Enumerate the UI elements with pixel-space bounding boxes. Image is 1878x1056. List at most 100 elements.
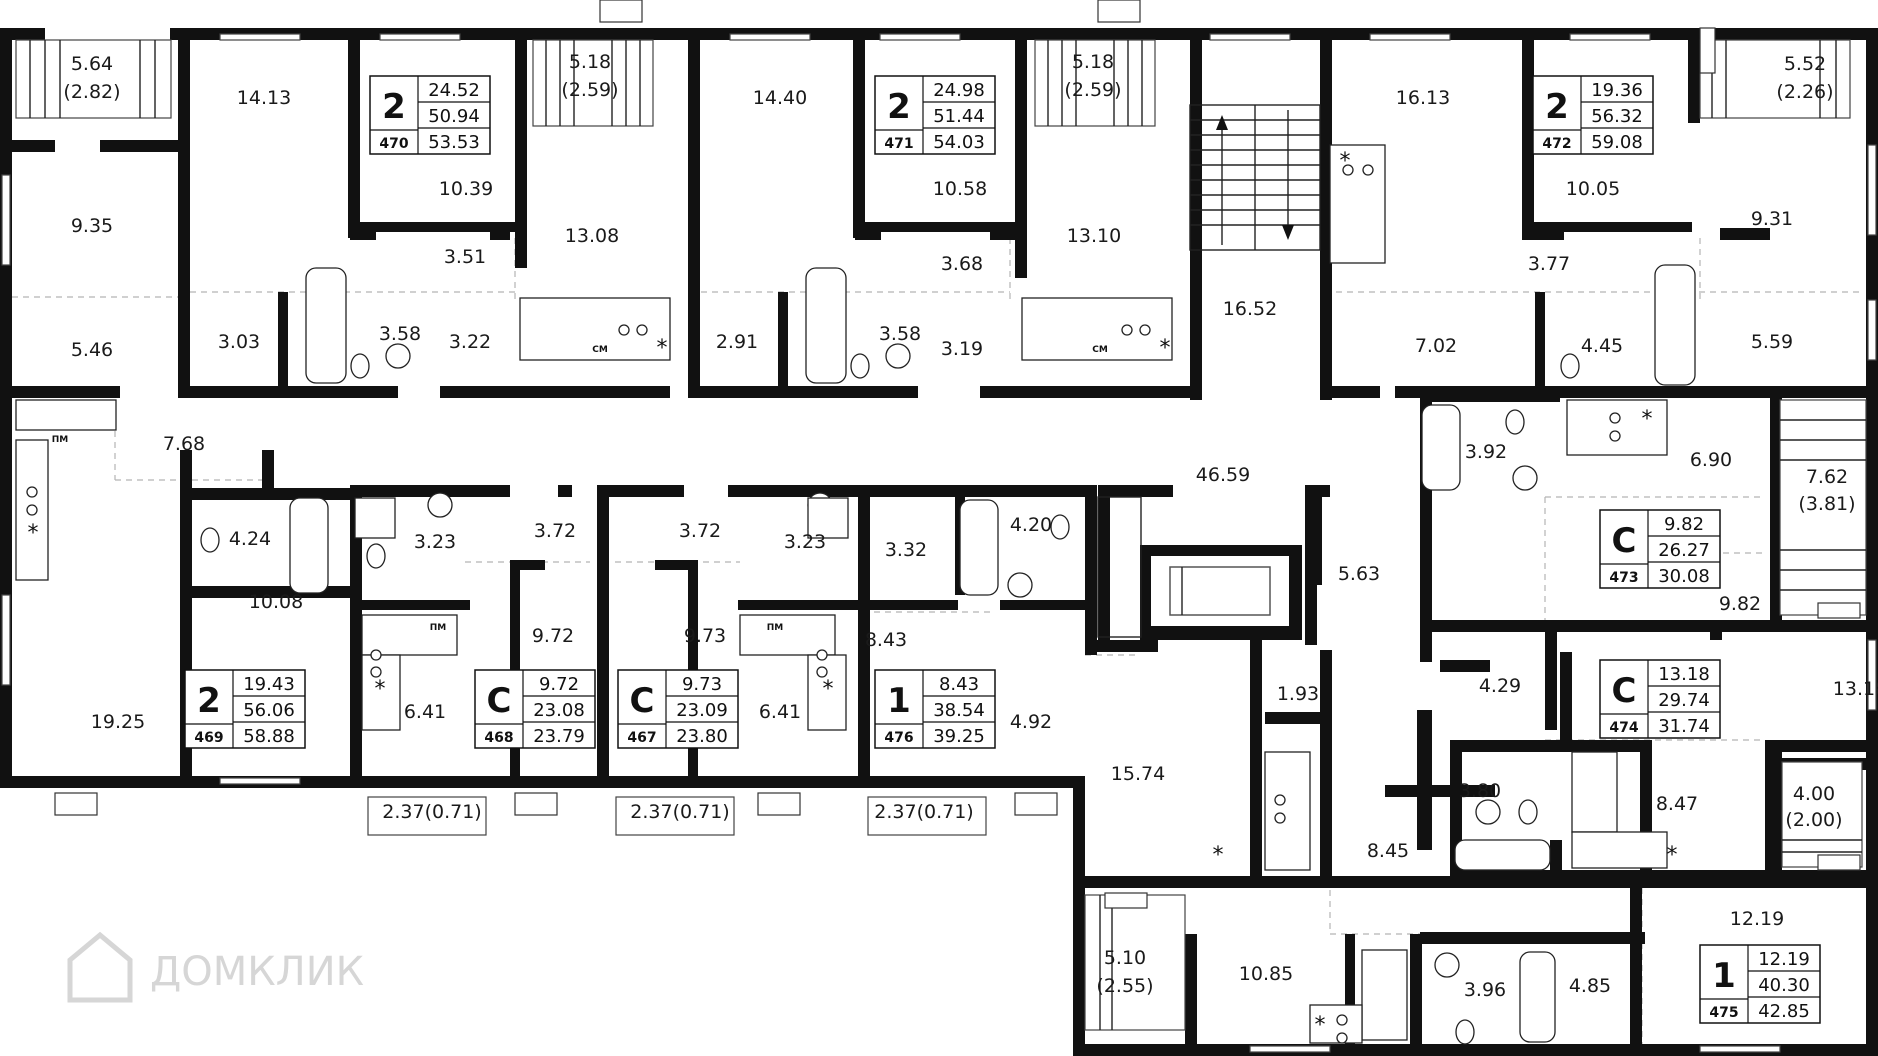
apartment-rooms: 1 — [887, 681, 911, 721]
gas-icon: * — [375, 677, 386, 702]
dishwasher-label: ПМ — [767, 623, 784, 633]
apartment-rooms: 2 — [887, 87, 911, 127]
apartment-rooms: 2 — [382, 87, 406, 127]
room-area-label: 4.85 — [1569, 975, 1611, 997]
room-area-label: 3.23 — [784, 531, 826, 553]
room-area-label: 15.74 — [1111, 763, 1165, 785]
gas-icon: * — [1160, 336, 1171, 361]
room-area-label: 10.85 — [1239, 963, 1293, 985]
room-area-label: 5.46 — [71, 339, 113, 361]
room-area-label: 13.08 — [565, 225, 619, 247]
room-area-label: 4.29 — [1479, 675, 1521, 697]
apartment-tags: 247024.5250.9453.53247124.9851.4454.0324… — [184, 75, 1821, 1024]
room-area-label: 9.31 — [1751, 208, 1793, 230]
fixtures — [15, 144, 1696, 1045]
room-area-label: 2.91 — [716, 331, 758, 353]
watermark-text: ДОМКЛИК — [150, 949, 364, 995]
room-area-label: 19.25 — [91, 711, 145, 733]
room-area-label: 13.10 — [1067, 225, 1121, 247]
apartment-number: 469 — [194, 730, 223, 746]
apartment-rooms: С — [1612, 521, 1637, 561]
apartment-number: 473 — [1609, 570, 1638, 586]
room-area-label: 3.23 — [414, 531, 456, 553]
room-area-label: 9.35 — [71, 215, 113, 237]
room-area-label: 5.18 — [569, 51, 611, 73]
gas-icon: * — [1340, 149, 1351, 174]
apartment-total-area: 23.08 — [533, 700, 585, 721]
gas-icon: * — [657, 336, 668, 361]
room-area-label: 9.72 — [532, 625, 574, 647]
washer-label: СМ — [592, 345, 608, 355]
apartment-total-area: 40.30 — [1758, 975, 1810, 996]
apartment-living-area: 8.43 — [939, 674, 979, 695]
room-area-label: 1.93 — [1277, 683, 1319, 705]
apartment-rooms: С — [487, 681, 512, 721]
partition-lines — [12, 238, 1860, 1045]
room-area-label: 3.72 — [534, 520, 576, 542]
room-area-label: (2.59) — [1064, 79, 1121, 101]
elevator-shaft — [1097, 496, 1291, 638]
room-area-label: 3.58 — [379, 323, 421, 345]
room-area-label: 3.80 — [1459, 780, 1501, 802]
room-area-label: 4.00 — [1793, 783, 1835, 805]
room-area-label: 3.22 — [449, 331, 491, 353]
apartment-number: 468 — [484, 730, 513, 746]
room-area-label: 12.19 — [1730, 908, 1784, 930]
apartment-living-area: 9.73 — [682, 674, 722, 695]
room-area-label: 3.68 — [941, 253, 983, 275]
apartment-living-area: 24.52 — [428, 80, 480, 101]
apartment-living-area: 19.43 — [243, 674, 295, 695]
apartment-total-area: 50.94 — [428, 106, 480, 127]
apartment-number: 476 — [884, 730, 913, 746]
washer-label: СМ — [1092, 345, 1108, 355]
windows — [1, 33, 1877, 1053]
apartment-number: 471 — [884, 136, 913, 152]
apartment-living-area: 12.19 — [1758, 949, 1810, 970]
room-area-label: 10.05 — [1566, 178, 1620, 200]
room-area-label: 3.77 — [1528, 253, 1570, 275]
room-area-label: 6.41 — [404, 701, 446, 723]
apartment-total-with-balcony: 30.08 — [1658, 566, 1710, 587]
apartment-total-area: 56.06 — [243, 700, 295, 721]
room-area-label: 6.90 — [1690, 449, 1732, 471]
room-area-label: (2.59) — [561, 79, 618, 101]
room-area-label: 3.51 — [444, 246, 486, 268]
gas-icon: * — [823, 677, 834, 702]
room-area-label: 5.52 — [1784, 53, 1826, 75]
apartment-total-with-balcony: 23.80 — [676, 726, 728, 747]
room-area-label: 4.20 — [1010, 514, 1052, 536]
room-area-label: 4.45 — [1581, 335, 1623, 357]
room-area-labels: 5.64(2.82)14.135.18(2.59)14.405.18(2.59)… — [63, 51, 1878, 1001]
up-arrow-icon — [1216, 115, 1228, 130]
room-area-label: 3.03 — [218, 331, 260, 353]
room-area-label: 7.02 — [1415, 335, 1457, 357]
room-area-label: 8.43 — [865, 629, 907, 651]
room-area-label: 3.32 — [885, 539, 927, 561]
watermark: ДОМКЛИК — [67, 931, 364, 1003]
room-area-label: (2.00) — [1785, 809, 1842, 831]
gas-icon: * — [1213, 843, 1224, 868]
apartment-total-area: 26.27 — [1658, 540, 1710, 561]
gas-icon: * — [1642, 407, 1653, 432]
apartment-rooms: С — [1612, 671, 1637, 711]
room-area-label: 7.62 — [1806, 466, 1848, 488]
apartment-number: 470 — [379, 136, 408, 152]
apartment-total-with-balcony: 42.85 — [1758, 1001, 1810, 1022]
room-area-label: 5.63 — [1338, 563, 1380, 585]
apartment-total-with-balcony: 23.79 — [533, 726, 585, 747]
room-area-label: 3.96 — [1464, 979, 1506, 1001]
apartment-total-with-balcony: 39.25 — [933, 726, 985, 747]
apartment-total-area: 23.09 — [676, 700, 728, 721]
gas-icon: * — [1667, 843, 1678, 868]
room-area-label: 16.13 — [1396, 87, 1450, 109]
room-area-label: 3.92 — [1465, 441, 1507, 463]
room-area-label: (2.55) — [1096, 975, 1153, 997]
room-area-label: 10.08 — [249, 591, 303, 613]
